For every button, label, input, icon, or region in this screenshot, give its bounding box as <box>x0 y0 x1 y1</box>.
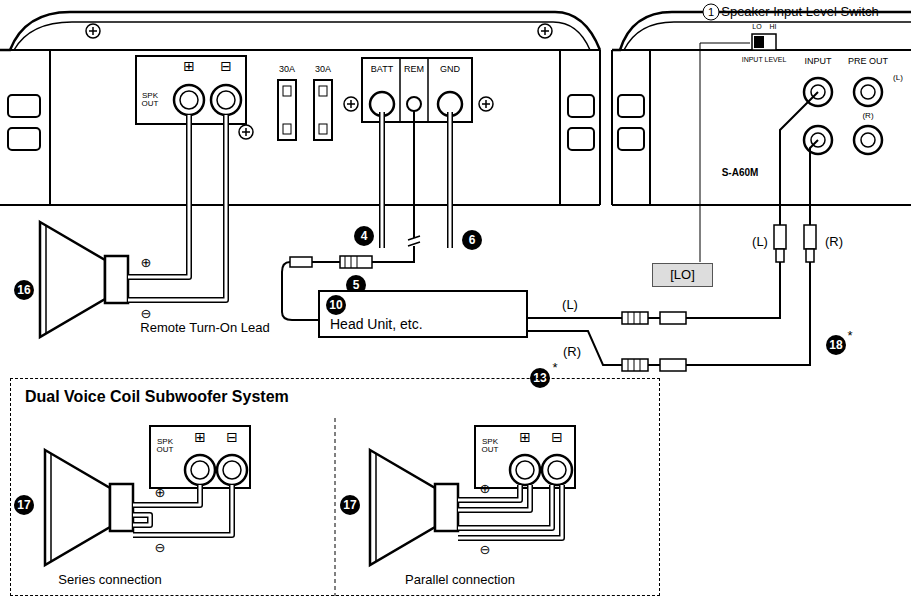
polarity-sign: ⊕ <box>155 486 166 500</box>
terminal-sign: ⊞ <box>194 430 206 445</box>
polarity-sign: ⊖ <box>141 307 152 321</box>
terminal-sign: ⊞ <box>183 59 195 74</box>
channel-label: (R) <box>825 235 843 249</box>
head-unit-box: 10Head Unit, etc. <box>318 290 528 338</box>
callout-number: 16 <box>14 280 34 300</box>
footnote-mark: * <box>552 361 557 375</box>
switch-position: LO <box>752 23 761 31</box>
switch-position: HI <box>770 23 777 31</box>
terminal-label: SPK OUT <box>139 92 161 108</box>
polarity-sign: ⊕ <box>480 482 491 496</box>
switch-label: Speaker Input Level Switch <box>721 5 879 19</box>
channel-label: (L) <box>562 298 578 312</box>
terminal-label: SPK OUT <box>479 438 501 454</box>
terminal-label: SPK OUT <box>154 438 176 454</box>
terminal-label: REM <box>404 65 424 75</box>
footnote-mark: * <box>847 329 852 343</box>
terminal-sign: ⊟ <box>551 430 563 445</box>
channel-label: (R) <box>563 345 581 359</box>
callout-number: 17 <box>14 495 34 515</box>
terminal-label: BATT <box>371 65 393 75</box>
switch-label: INPUT LEVEL <box>742 56 787 64</box>
jack-label: INPUT <box>805 57 832 67</box>
caption-text: Parallel connection <box>405 573 515 587</box>
polarity-sign: ⊖ <box>155 541 166 555</box>
caption-text: Series connection <box>58 573 161 587</box>
channel-label: (R) <box>862 112 873 121</box>
setting-box: [LO] <box>652 263 713 287</box>
polarity-sign: ⊕ <box>141 256 152 270</box>
terminal-sign: ⊟ <box>220 59 232 74</box>
region-title: Dual Voice Coil Subwoofer System <box>25 388 289 406</box>
channel-label: (L) <box>752 235 768 249</box>
terminal-sign: ⊞ <box>519 430 531 445</box>
channel-label: (L) <box>893 74 903 83</box>
callout-number: 1 <box>703 4 720 21</box>
callout-number: 18 <box>826 335 846 355</box>
terminal-label: GND <box>440 65 460 75</box>
fuse-label: 30A <box>315 65 331 75</box>
model-name: S-A60M <box>722 167 759 178</box>
box-label: [LO] <box>653 264 712 286</box>
system-region: Dual Voice Coil Subwoofer System <box>10 378 660 596</box>
polarity-sign: ⊖ <box>480 543 491 557</box>
callout-number: 6 <box>462 230 482 250</box>
callout-number: 10 <box>326 295 346 315</box>
terminal-sign: ⊟ <box>226 430 238 445</box>
callout-number: 4 <box>354 226 374 246</box>
callout-number: 17 <box>340 495 360 515</box>
jack-label: PRE OUT <box>848 57 888 67</box>
box-label: Head Unit, etc. <box>330 316 423 332</box>
wire-label: Remote Turn-On Lead <box>140 321 269 335</box>
fuse-label: 30A <box>279 65 295 75</box>
